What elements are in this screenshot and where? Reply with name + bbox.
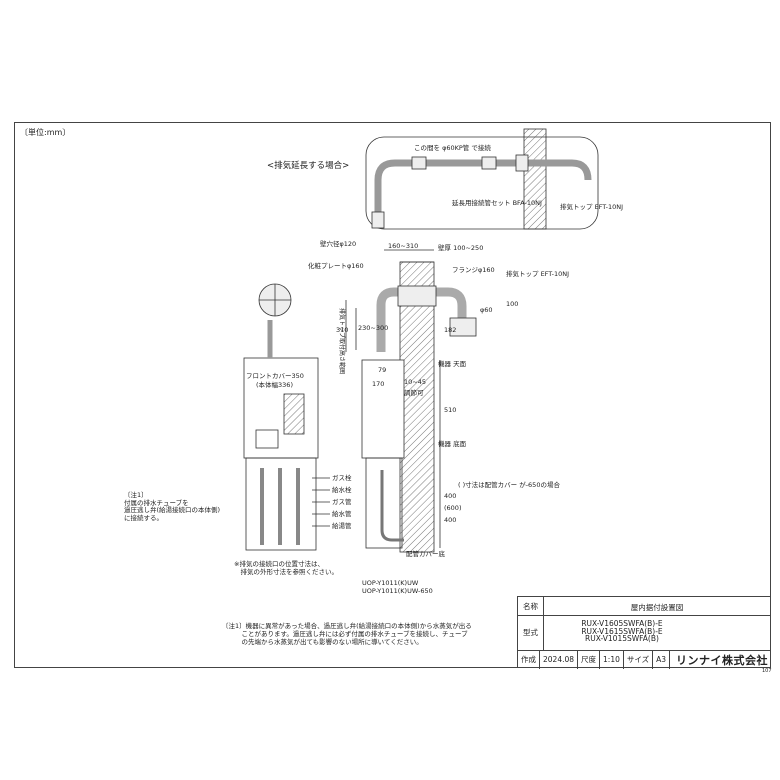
heater-display [255, 429, 279, 449]
gas-valve-label: ガス栓 [332, 473, 352, 482]
exhaust-top-side [449, 317, 477, 337]
dim-600-label: (600) [444, 504, 461, 512]
wall-hole-label: 壁穴径φ120 [320, 239, 356, 248]
body-width-label: (本体幅336) [256, 380, 293, 389]
dim-182-label: 182 [444, 326, 456, 334]
dim-170-label: 170 [372, 380, 384, 388]
unit-label: 〔単位:mm〕 [20, 128, 71, 137]
name-label: 名称 [518, 597, 544, 615]
size-value: A3 [653, 650, 671, 669]
extension-pipe-left [374, 159, 420, 222]
pipe-cover-bottom-label: 配管カバー底 [406, 549, 446, 558]
heater-side-body [361, 359, 405, 459]
lower-pipe-side [380, 470, 404, 542]
extension-wall [523, 128, 547, 230]
adjustable-label: 調節可 [404, 388, 424, 397]
flange-label: フランジφ160 [452, 266, 495, 274]
extension-joint-2 [481, 156, 497, 170]
cosmetic-plate-label: 化粧プレートφ160 [308, 261, 364, 270]
note-center: ※排気の接続口の位置寸法は、 排気の外形寸法を参照ください。 [234, 560, 338, 576]
title-row-model: 型式 RUX-V1605SWFA(B)-E RUX-V1615SWFA(B)-E… [518, 615, 771, 651]
extension-set-label: 延長用接続管セット BFA-10NJ [452, 198, 542, 207]
heater-side-lower [365, 457, 403, 549]
drawing-frame [14, 122, 771, 668]
connect-note: この間を φ60KP管 で接続 [414, 143, 491, 152]
extension-detail-frame [365, 136, 599, 230]
dim-230-300-label: 230~300 [358, 324, 388, 332]
hot-pipe-label: 給湯管 [332, 521, 352, 530]
dim-10-45-label: 10~45 [404, 378, 426, 386]
dim-60-label: φ60 [480, 306, 493, 314]
extension-base [371, 211, 385, 229]
extension-joint-1 [411, 156, 427, 170]
date-value: 2024.08 [540, 650, 579, 669]
note-left: 〔注1〕 付属の排水チューブを 過圧逃し弁(給湯接続口の本体側) に接続する。 [124, 491, 221, 522]
udp-2-label: UOP-Y1011(K)UW-650 [362, 587, 433, 595]
heater-front-lower [245, 457, 317, 551]
extension-label: <排気延長する場合> [267, 161, 350, 171]
title-row-footer: 作成 2024.08 尺度 1:10 サイズ A3 リンナイ株式会社 [518, 650, 771, 669]
drawing-code: 107 [762, 668, 772, 674]
extension-joint-3 [515, 154, 529, 172]
dim-160-310-label: 160~310 [388, 242, 418, 250]
water-pipe-label: 給水管 [332, 509, 352, 518]
model-label: 型式 [518, 615, 544, 650]
heater-grill [283, 393, 305, 435]
dim-400-b-label: 400 [444, 516, 456, 524]
ceiling-label: 機器 天面 [438, 359, 467, 368]
water-valve-label: 給水栓 [332, 485, 352, 494]
bottom-label: 機器 底面 [438, 439, 467, 448]
extension-pipe-right [510, 159, 592, 181]
dim-310-label: 310 [336, 326, 348, 334]
exhaust-top-b-label: 排気トップ EFT-10NJ [506, 269, 569, 278]
udp-1-label: UOP-Y1011(K)UW [362, 579, 419, 587]
size-label: サイズ [624, 650, 654, 669]
scale-label: 尺度 [578, 650, 601, 669]
company-name: リンナイ株式会社 [676, 653, 769, 667]
dim-79-label: 79 [378, 366, 386, 374]
dim-100-label: 100 [506, 300, 518, 308]
exhaust-top-a-label: 排気トップ EFT-10NJ [560, 202, 623, 211]
top-height-range-label: 排気トップ取付高さ範囲 [338, 308, 346, 374]
front-cover-label: フロントカバー350 [246, 372, 304, 380]
note-bottom: 〔注1〕機器に異常があった場合、過圧逃し弁(給湯接続口の本体側)から水蒸気が出る… [222, 622, 472, 646]
pipe-cover-note: ( )寸法は配管カバー が-650の場合 [458, 480, 560, 489]
wall-thickness-label: 壁厚 100~250 [438, 243, 483, 252]
name-value: 屋内据付設置図 [630, 603, 684, 612]
gas-pipe-label: ガス管 [332, 497, 352, 506]
dim-510-label: 510 [444, 406, 456, 414]
scale-value: 1:10 [600, 650, 624, 669]
made-label: 作成 [518, 650, 540, 669]
model-values: RUX-V1605SWFA(B)-E RUX-V1615SWFA(B)-E RU… [581, 619, 663, 643]
title-row-name: 名称 屋内据付設置図 [518, 597, 771, 616]
dim-400-a-label: 400 [444, 492, 456, 500]
flange [397, 285, 437, 307]
title-block: 名称 屋内据付設置図 型式 RUX-V1605SWFA(B)-E RUX-V16… [517, 596, 771, 669]
